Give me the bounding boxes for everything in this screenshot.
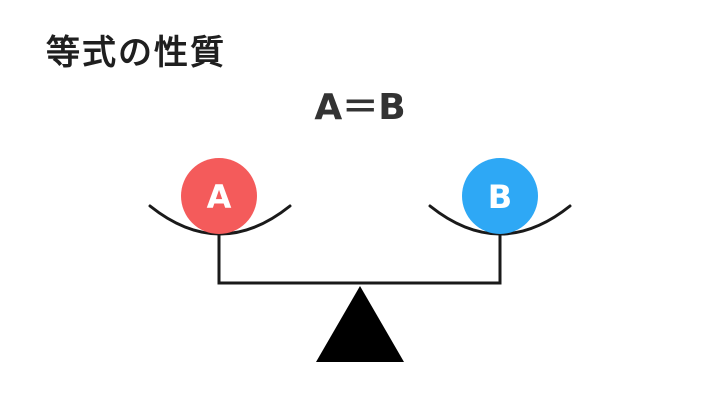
page-title: 等式の性質 (46, 33, 226, 73)
ball-b-label: B (488, 178, 512, 216)
ball-b (462, 158, 538, 234)
ball-a-label: A (207, 178, 232, 216)
fulcrum-triangle (316, 286, 404, 362)
equation-label: A＝B (314, 87, 406, 128)
ball-a (181, 158, 257, 234)
